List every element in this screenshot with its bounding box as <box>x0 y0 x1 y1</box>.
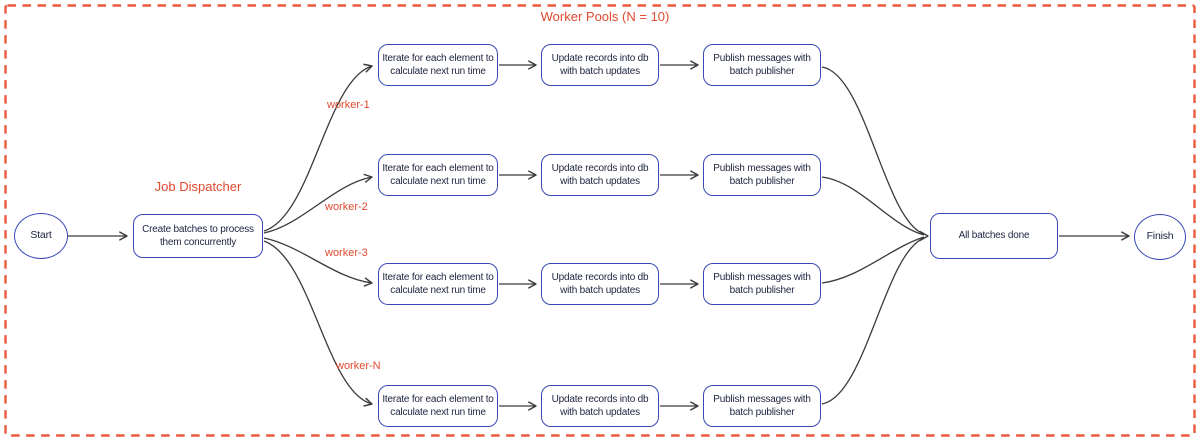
update-records-node-rowN: Update records into db with batch update… <box>541 385 659 427</box>
iterate-node-row1: Iterate for each element to calculate ne… <box>378 44 498 86</box>
publish-messages-node-row2: Publish messages with batch publisher <box>703 154 821 196</box>
create-batches-node: Create batches to process them concurren… <box>133 214 263 258</box>
update-records-node-row2: Update records into db with batch update… <box>541 154 659 196</box>
iterate-node-rowN: Iterate for each element to calculate ne… <box>378 385 498 427</box>
finish-node: Finish <box>1134 214 1186 260</box>
dashed-border <box>4 4 1196 437</box>
worker-3-label: worker-3 <box>325 247 368 259</box>
update-records-node-row1: Update records into db with batch update… <box>541 44 659 86</box>
publish-messages-node-row1: Publish messages with batch publisher <box>703 44 821 86</box>
publish-messages-node-rowN: Publish messages with batch publisher <box>703 385 821 427</box>
worker-1-label: worker-1 <box>327 99 370 111</box>
worker-2-label: worker-2 <box>325 201 368 213</box>
iterate-node-row3: Iterate for each element to calculate ne… <box>378 263 498 305</box>
worker-pools-title: Worker Pools (N = 10) <box>540 9 670 24</box>
start-node: Start <box>14 213 68 259</box>
job-dispatcher-label: Job Dispatcher <box>154 179 242 194</box>
update-records-node-row3: Update records into db with batch update… <box>541 263 659 305</box>
all-batches-done-node: All batches done <box>930 213 1058 259</box>
iterate-node-row2: Iterate for each element to calculate ne… <box>378 154 498 196</box>
publish-messages-node-row3: Publish messages with batch publisher <box>703 263 821 305</box>
worker-n-label: worker-N <box>336 360 381 372</box>
